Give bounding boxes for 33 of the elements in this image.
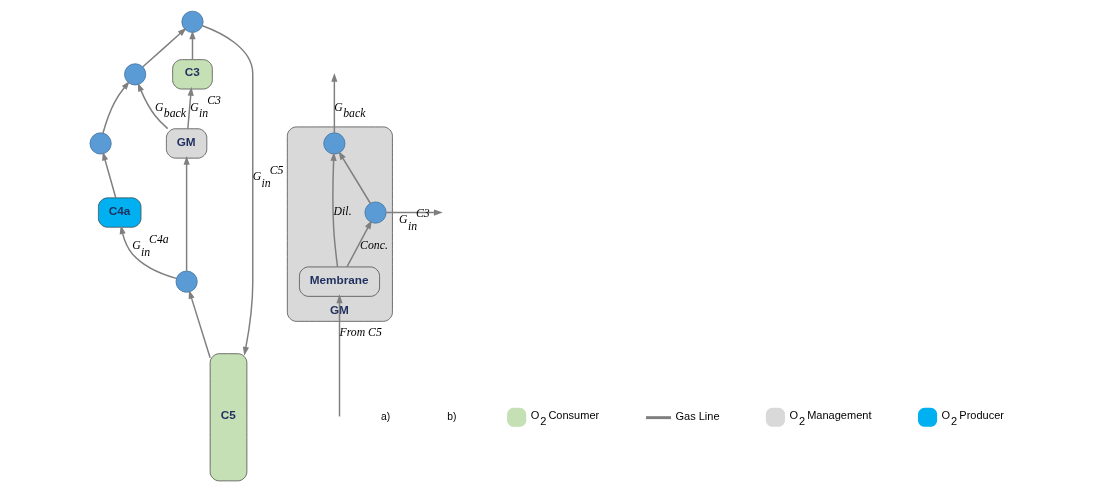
node-circle	[89, 132, 112, 155]
arrow	[188, 290, 211, 359]
arrow	[186, 86, 194, 130]
edge-label: Dil.	[333, 204, 352, 218]
arrow	[335, 294, 343, 418]
edge-label: From C5	[339, 325, 382, 339]
node-circle	[364, 201, 387, 224]
arrow	[201, 25, 253, 356]
label: b)	[446, 411, 456, 422]
node-circle	[180, 10, 203, 33]
node-box: Membrane	[298, 266, 380, 297]
node-circle	[123, 63, 146, 86]
arrow	[385, 209, 443, 216]
arrow	[188, 30, 196, 61]
arrow	[330, 151, 338, 268]
arrow	[137, 82, 168, 130]
legend-label: Gas Line	[674, 410, 720, 423]
label: a)	[380, 411, 390, 422]
edge-label: Conc.	[359, 239, 388, 253]
node-box: C4a	[97, 197, 141, 228]
node-box: C3	[171, 59, 213, 90]
arrow	[101, 151, 116, 199]
arrow	[119, 225, 177, 280]
arrow	[141, 27, 187, 68]
arrow	[183, 156, 190, 272]
arrow	[338, 151, 371, 204]
arrow	[101, 81, 130, 134]
node-circle	[175, 270, 198, 293]
node-box: C5	[209, 353, 247, 482]
node-circle	[322, 132, 345, 155]
arrow	[345, 220, 372, 268]
arrow	[330, 72, 337, 134]
node-box: GM	[165, 128, 207, 159]
